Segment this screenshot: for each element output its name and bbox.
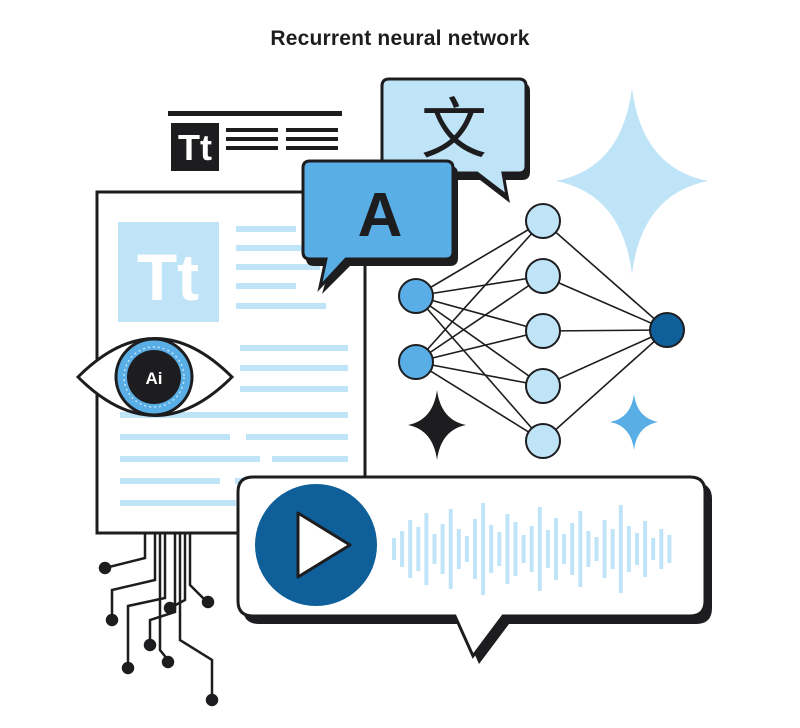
waveform-bar	[416, 527, 421, 571]
eye-ai-label: Ai	[146, 369, 163, 388]
text-header-icon: Tt	[168, 111, 342, 171]
input-node	[398, 278, 434, 314]
waveform-bar	[594, 537, 599, 561]
waveform-bar	[618, 505, 623, 593]
waveform-bar	[505, 514, 510, 584]
hidden-node	[525, 313, 561, 349]
sparkle-large-icon	[556, 88, 708, 274]
input-node	[398, 344, 434, 380]
waveform-bar	[400, 531, 405, 567]
waveform-bar	[651, 538, 656, 560]
waveform-bar	[643, 521, 648, 577]
waveform-bar	[626, 526, 631, 572]
hidden-node	[525, 368, 561, 404]
waveform-bar	[392, 538, 396, 560]
waveform-bar	[513, 522, 518, 576]
waveform-bar	[570, 523, 575, 575]
waveform-bar	[489, 525, 494, 573]
waveform-bar	[545, 530, 550, 568]
output-node	[649, 312, 685, 348]
waveform-bar	[473, 519, 477, 579]
page-title: Recurrent neural network	[270, 27, 530, 50]
eye-icon: Ai	[75, 337, 235, 417]
waveform-bar	[424, 513, 429, 585]
waveform-bar	[562, 534, 567, 564]
audio-waveform	[392, 503, 672, 595]
waveform-bar	[432, 534, 437, 564]
header-tt-label: Tt	[178, 127, 212, 168]
waveform-bar	[586, 531, 591, 567]
sparkle-blue-icon	[610, 394, 658, 450]
waveform-bar	[440, 524, 445, 574]
waveform-bar	[667, 535, 672, 563]
waveform-bar	[554, 518, 558, 580]
waveform-bar	[464, 536, 469, 562]
waveform-bar	[578, 511, 583, 587]
waveform-bar	[481, 503, 486, 595]
waveform-bar	[529, 526, 534, 572]
neural-network	[398, 203, 685, 459]
translation-glyph: 文	[421, 91, 487, 168]
waveform-bar	[408, 520, 413, 578]
waveform-bar	[456, 529, 461, 569]
hidden-node	[525, 203, 561, 239]
bubble-letter: A	[358, 181, 403, 250]
waveform-bar	[602, 520, 607, 578]
waveform-bar	[659, 529, 664, 569]
network-edges	[415, 220, 668, 442]
hidden-node	[525, 258, 561, 294]
circuit-traces	[98, 533, 219, 707]
hidden-node	[525, 423, 561, 459]
doc-tt-tile	[118, 222, 219, 322]
play-icon[interactable]	[296, 511, 352, 579]
waveform-bar	[521, 535, 526, 563]
waveform-bar	[497, 532, 502, 566]
waveform-bar	[610, 529, 615, 569]
letter-bubble: A	[301, 159, 458, 294]
waveform-bar	[537, 507, 542, 591]
waveform-bar	[448, 509, 453, 589]
play-button[interactable]	[255, 484, 377, 606]
doc-text-lines	[120, 226, 348, 506]
doc-tt-label: Tt	[137, 240, 199, 314]
sparkle-dark-icon	[408, 390, 466, 460]
waveform-bar	[635, 533, 639, 565]
